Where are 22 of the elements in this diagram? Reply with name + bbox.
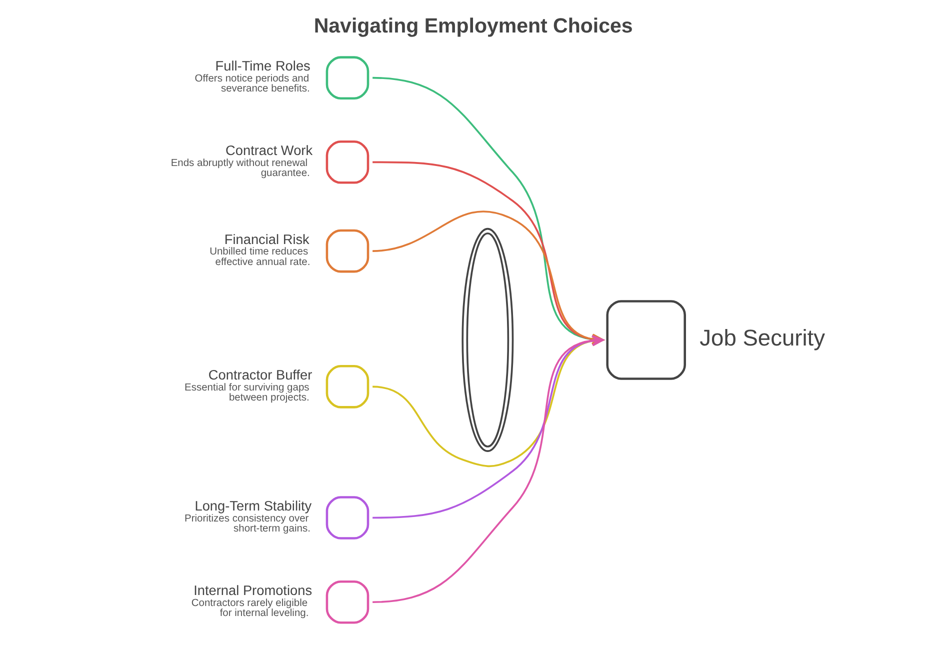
arrow	[372, 335, 604, 604]
arrow	[372, 76, 604, 345]
node-label: Long-Term Stability	[194, 498, 312, 514]
node-label: Contract Work	[226, 142, 313, 158]
node-label: Internal Promotions	[194, 582, 312, 598]
node-label: Contractors rarely eligible for internal leveling.	[191, 598, 309, 620]
node-label: Contractor Buffer	[208, 367, 312, 382]
node-box	[606, 300, 686, 380]
arrow	[372, 161, 604, 345]
node-label: Full-Time Roles	[215, 58, 310, 74]
diagram-title: Navigating Employment Choices	[314, 14, 633, 38]
node-label: Prioritizes consistency over short-term gains.	[184, 513, 310, 535]
arrow	[372, 335, 604, 519]
arrow	[372, 335, 604, 468]
node-label: Ends abruptly without renewal guarantee.	[170, 158, 310, 180]
node-label: Essential for surviving gaps between projects.	[184, 382, 310, 404]
arrow	[372, 210, 604, 345]
node-label: Financial Risk	[224, 232, 310, 247]
node-label: Unbilled time reduces effective annual rate.	[210, 246, 310, 268]
node-label: Offers notice periods and severance benefits.	[194, 73, 310, 95]
node-label: Job Security	[700, 324, 826, 351]
node-lens	[462, 228, 514, 452]
